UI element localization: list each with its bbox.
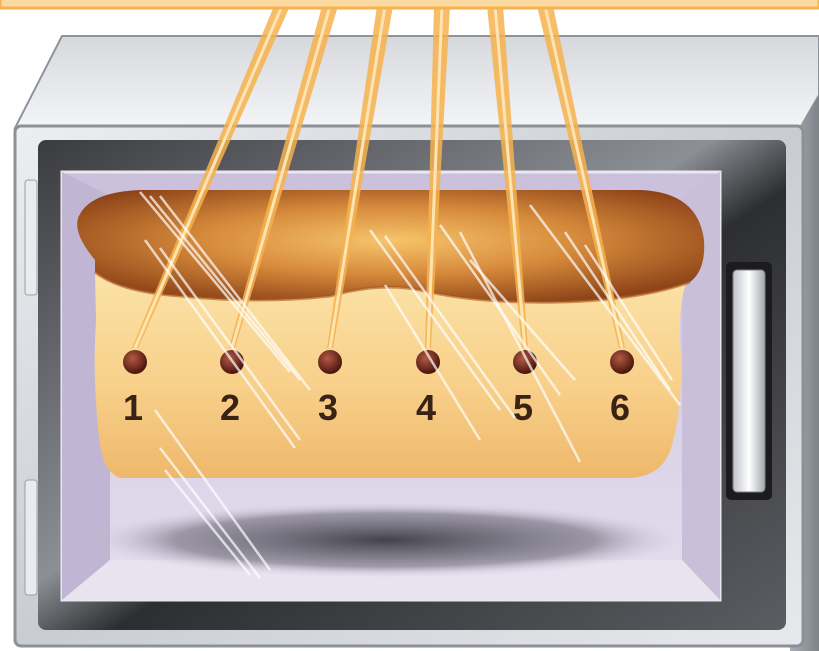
- glare-streak: [159, 195, 311, 391]
- glare-streak: [529, 204, 681, 406]
- glare-streak: [153, 409, 272, 571]
- glare-streaks: [139, 191, 681, 579]
- glare-streak: [469, 259, 576, 381]
- bread-crust: [77, 190, 705, 303]
- glare-streak: [158, 247, 302, 441]
- probe-dot-4: [416, 350, 440, 374]
- glare-streak: [159, 447, 261, 579]
- glare-streak: [383, 284, 482, 441]
- probe-label-1: 1: [123, 387, 143, 428]
- glare-streak: [583, 244, 674, 381]
- probe-label-3: 3: [318, 387, 338, 428]
- light-beam-core-1: [133, 5, 284, 349]
- probe-dot-6: [610, 350, 634, 374]
- probe-label-5: 5: [513, 387, 533, 428]
- light-beam-core-3: [328, 5, 387, 349]
- light-beam-core-5: [493, 5, 527, 349]
- bread-crumb: [94, 272, 690, 478]
- glare-streak: [383, 235, 517, 419]
- glare-streak: [149, 195, 301, 381]
- light-source-panel: [0, 0, 819, 10]
- light-beam-core-2: [230, 5, 332, 349]
- light-beam-core-6: [543, 5, 624, 349]
- light-beam-core-4: [426, 5, 444, 349]
- bread-loaf: [77, 190, 705, 478]
- probe-dot-1: [123, 350, 147, 374]
- door-handle: [726, 262, 772, 500]
- bread-shadow: [85, 502, 685, 578]
- glare-streak: [139, 191, 291, 373]
- probe-label-2: 2: [220, 387, 240, 428]
- probe-label-6: 6: [610, 387, 630, 428]
- probe-label-4: 4: [416, 387, 436, 428]
- glare-streak: [143, 239, 297, 449]
- glare-streak: [563, 231, 672, 391]
- probes: 1 2 3 4 5 6: [123, 350, 634, 428]
- probe-dot-3: [318, 350, 342, 374]
- glare-streak: [164, 469, 251, 576]
- glare-streak: [368, 229, 502, 411]
